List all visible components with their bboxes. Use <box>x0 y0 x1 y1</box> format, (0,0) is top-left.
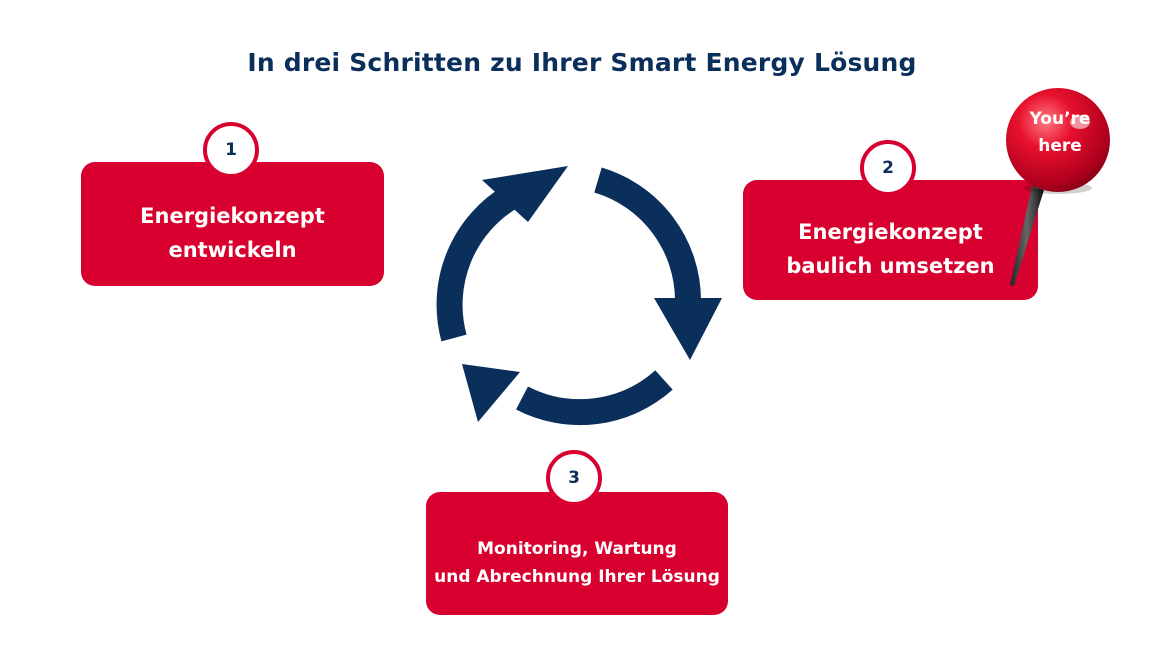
step-2-line-2: baulich umsetzen <box>786 254 995 278</box>
step-1-line-2: entwickeln <box>168 238 297 262</box>
step-1-number: 1 <box>203 122 259 178</box>
step-3-line-2: und Abrechnung Ihrer Lösung <box>434 566 720 587</box>
page-title: In drei Schritten zu Ihrer Smart Energy … <box>247 48 917 77</box>
you-are-here-line-1: You’re <box>1029 109 1091 129</box>
step-1-box: Energiekonzept entwickeln <box>81 162 384 286</box>
you-are-here-label: You’re here <box>1009 106 1111 160</box>
you-are-here-line-2: here <box>1038 136 1082 156</box>
step-3-number: 3 <box>546 450 602 506</box>
step-2-number: 2 <box>860 140 916 196</box>
step-1-line-1: Energiekonzept <box>140 204 325 228</box>
step-2-box: Energiekonzept baulich umsetzen <box>743 180 1038 300</box>
step-3-line-1: Monitoring, Wartung <box>477 538 677 559</box>
step-3-box: Monitoring, Wartung und Abrechnung Ihrer… <box>426 492 728 615</box>
step-2-line-1: Energiekonzept <box>798 220 983 244</box>
